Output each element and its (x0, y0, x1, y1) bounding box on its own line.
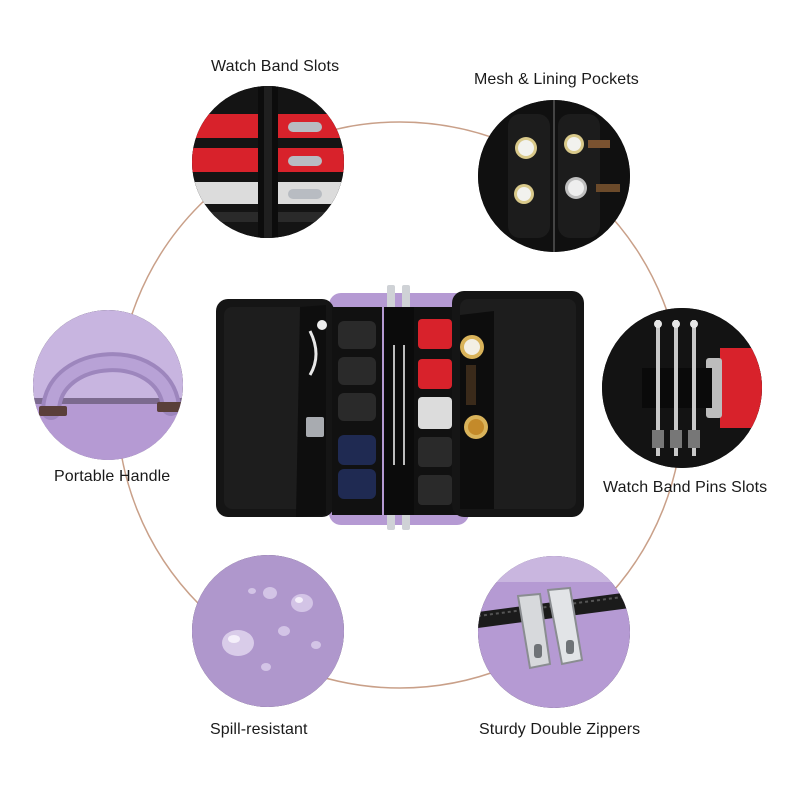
watch-band-pins-image (602, 308, 762, 468)
label-mesh-lining-pockets: Mesh & Lining Pockets (474, 71, 639, 88)
label-spill-resistant: Spill-resistant (210, 721, 308, 738)
watch-organizer-case (216, 285, 584, 530)
watch-band-slots-image (192, 86, 344, 238)
double-zippers-image (478, 556, 630, 708)
label-portable-handle: Portable Handle (54, 468, 171, 485)
bubble-sturdy-double-zippers (478, 556, 630, 708)
bubble-portable-handle (33, 310, 183, 460)
bubble-spill-resistant (192, 555, 344, 707)
mesh-pockets-image (478, 100, 630, 252)
bubble-watch-band-pins-slots (602, 308, 762, 468)
label-watch-band-pins-slots: Watch Band Pins Slots (603, 479, 768, 496)
spill-resistant-image (192, 555, 344, 707)
label-sturdy-double-zippers: Sturdy Double Zippers (479, 721, 641, 738)
bubble-mesh-lining-pockets (478, 100, 630, 252)
portable-handle-image (33, 310, 183, 460)
bubble-watch-band-slots (192, 86, 344, 238)
label-watch-band-slots: Watch Band Slots (211, 58, 340, 75)
